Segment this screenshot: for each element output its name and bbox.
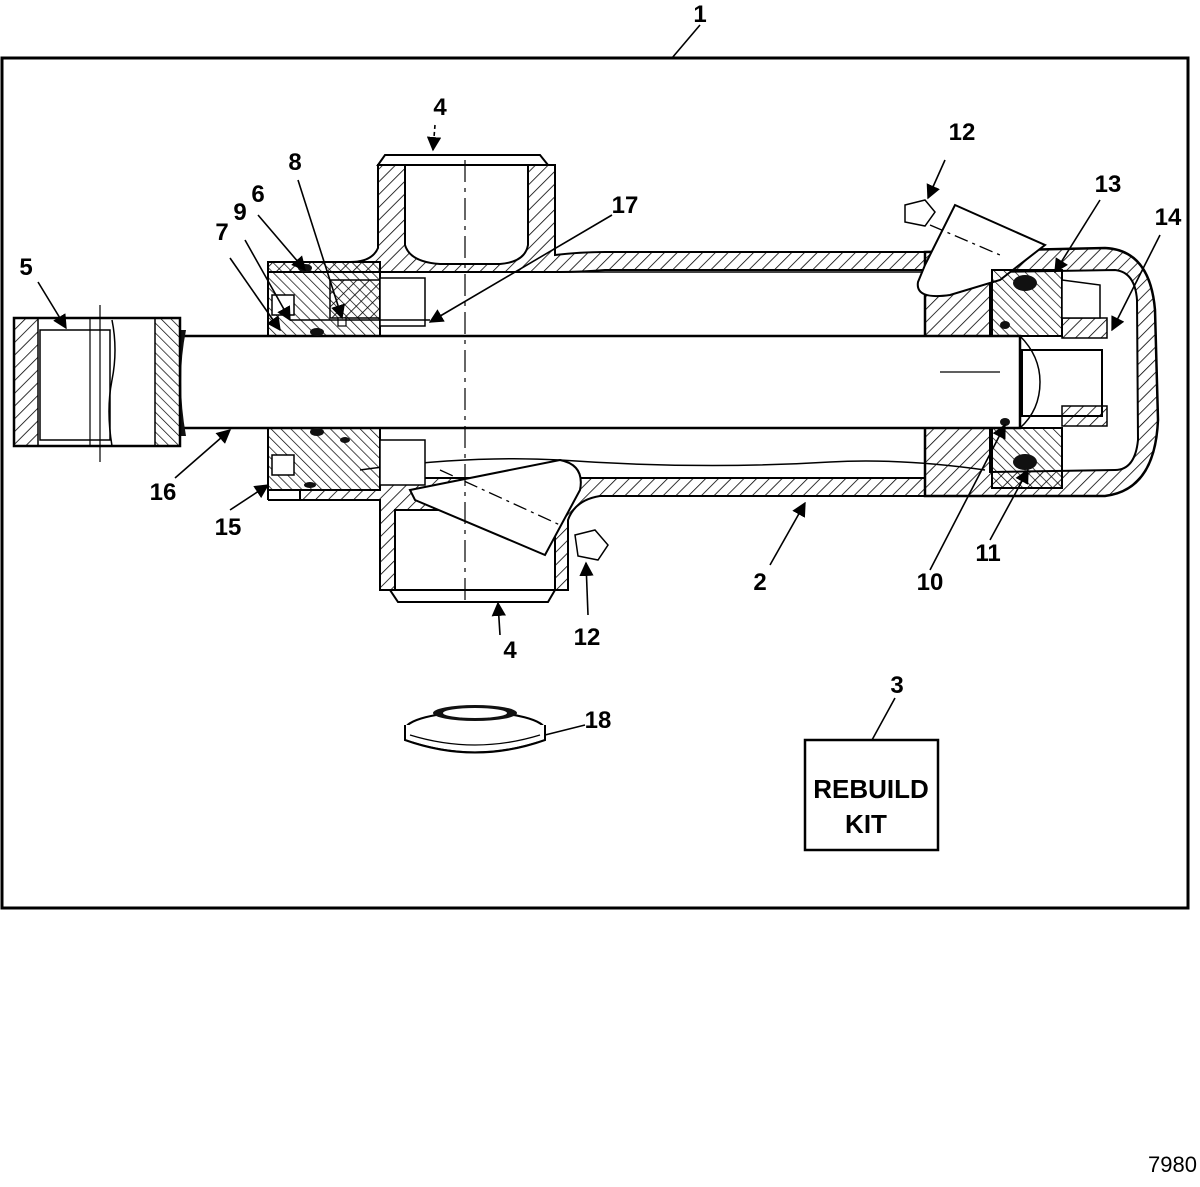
callout-18: 18	[585, 707, 612, 734]
callout-11: 11	[975, 540, 1000, 567]
rebuild-kit-line1: REBUILD	[813, 774, 929, 804]
plug-12-bottom	[574, 529, 609, 561]
callout-4-bottom: 4	[503, 637, 517, 664]
callout-1: 1	[693, 1, 706, 28]
callout-6: 6	[251, 181, 264, 208]
piston-rod	[175, 330, 1103, 436]
callout-7: 7	[215, 219, 228, 246]
callout-16: 16	[150, 479, 177, 506]
plug-12-top	[904, 199, 936, 227]
callout-13: 13	[1095, 171, 1122, 198]
rebuild-kit-line2: KIT	[845, 809, 887, 839]
callout-3: 3	[890, 672, 903, 699]
callout-14: 14	[1155, 204, 1182, 231]
callout-12-bottom: 12	[574, 624, 601, 651]
diagram-frame	[0, 56, 1190, 910]
seal-ring-18	[404, 705, 546, 754]
callout-9: 9	[233, 199, 246, 226]
upper-port-fitting	[904, 199, 1047, 298]
leader-lines	[37, 24, 1161, 741]
figure-id: 7980	[1148, 1152, 1197, 1177]
callout-5: 5	[19, 254, 32, 281]
callout-4-top: 4	[433, 94, 447, 121]
callout-labels: 1 4 12 8 13 6 17 9 14 7 5 16 15 10 11 2 …	[19, 1, 1182, 734]
callout-8: 8	[288, 149, 301, 176]
callout-15: 15	[215, 514, 242, 541]
lower-port-fitting	[408, 458, 609, 561]
callout-10: 10	[917, 569, 944, 596]
callout-2: 2	[753, 569, 766, 596]
callout-17: 17	[612, 192, 639, 219]
gland-assembly	[267, 261, 430, 491]
rebuild-kit-box	[803, 738, 940, 852]
callout-12-top: 12	[949, 119, 976, 146]
rod-end-clevis	[12, 305, 182, 462]
